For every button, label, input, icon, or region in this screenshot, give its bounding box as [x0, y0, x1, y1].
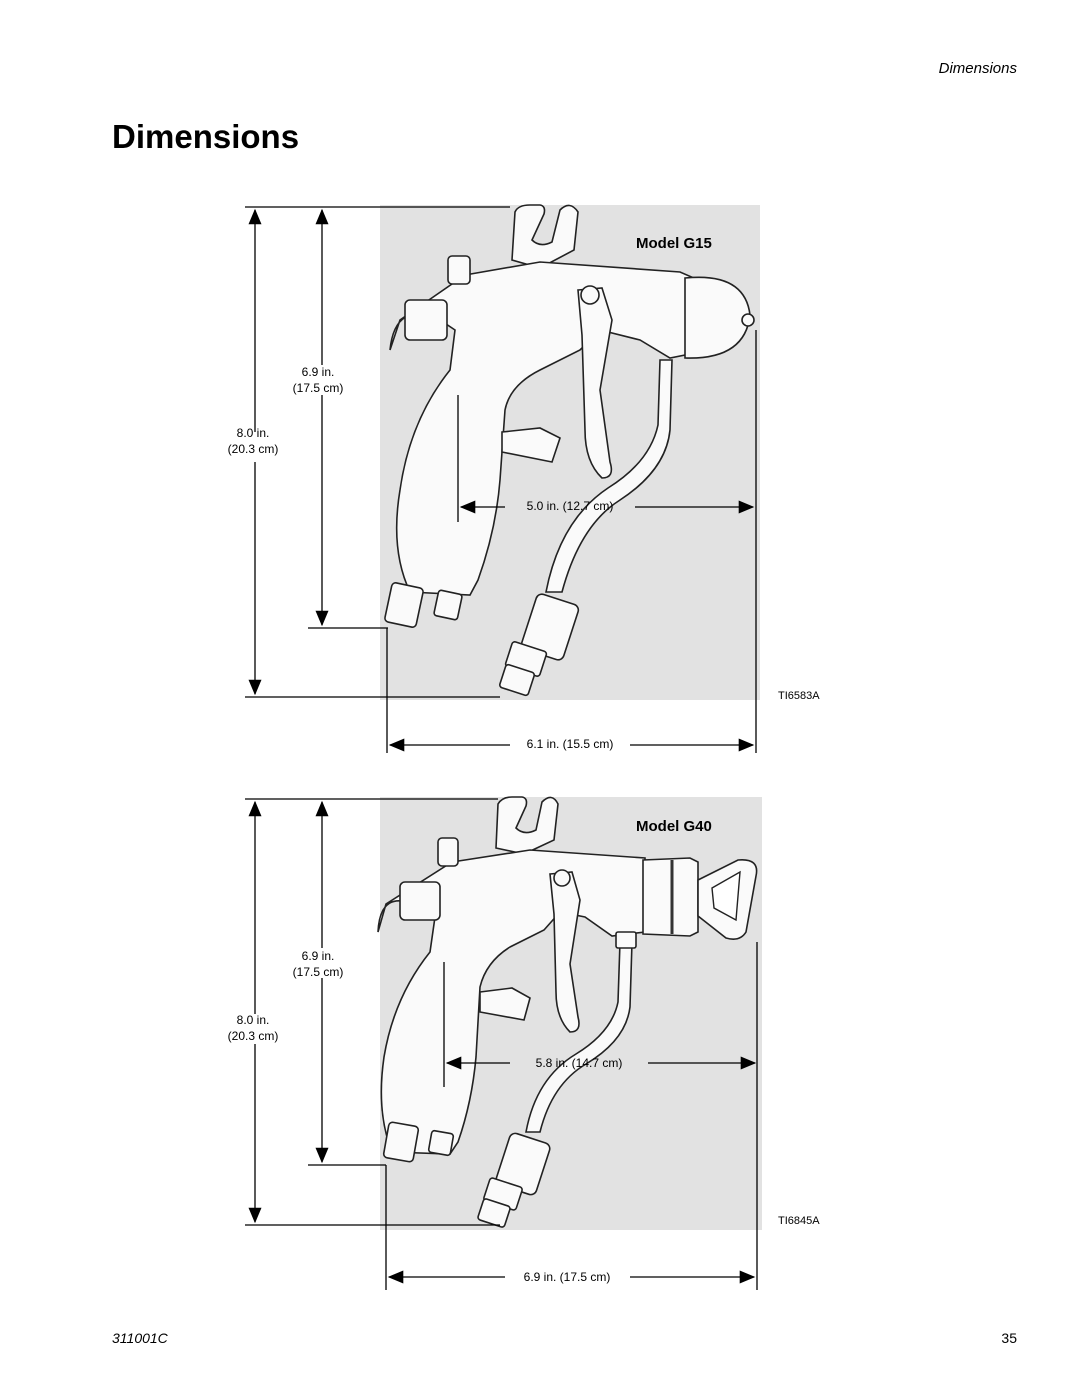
spray-gun-illustration	[377, 796, 762, 1230]
running-head: Dimensions	[938, 60, 1017, 77]
dim-total-height-cm: (20.3 cm)	[228, 442, 279, 456]
figure-model-g15: Model G15 6.9 in. (17.5 cm) 8.0 in. (20.…	[228, 200, 840, 760]
dim-grip-height-in: 6.9 in.	[302, 949, 335, 963]
spray-gun-g40-diagram: Model G40 6.9 in. (17.5 cm) 8.0 in. (20.…	[228, 796, 820, 1290]
dim-total-height-in: 8.0 in.	[237, 426, 270, 440]
spray-gun-g15-diagram: Model G15 6.9 in. (17.5 cm) 8.0 in. (20.…	[228, 204, 820, 753]
spray-gun-illustration	[380, 204, 760, 700]
page-title: Dimensions	[112, 118, 300, 155]
figure-id: TI6583A	[778, 690, 820, 702]
dim-total-height-in: 8.0 in.	[237, 1013, 270, 1027]
dim-length: 6.9 in. (17.5 cm)	[524, 1270, 611, 1284]
dim-grip-height-cm: (17.5 cm)	[293, 381, 344, 395]
page-number: 35	[1001, 1330, 1017, 1346]
dim-total-height-cm: (20.3 cm)	[228, 1029, 279, 1043]
doc-number: 311001C	[112, 1330, 168, 1346]
model-label: Model G40	[636, 818, 712, 835]
dim-length: 6.1 in. (15.5 cm)	[527, 737, 614, 751]
dimension-lines	[245, 798, 758, 1290]
dimension-lines	[245, 206, 757, 753]
figure-model-g40: Model G40 6.9 in. (17.5 cm) 8.0 in. (20.…	[228, 792, 840, 1292]
dim-grip-height-in: 6.9 in.	[302, 365, 335, 379]
model-label: Model G15	[636, 235, 712, 252]
dim-grip-height-cm: (17.5 cm)	[293, 965, 344, 979]
dim-reach: 5.8 in. (14.7 cm)	[536, 1056, 623, 1070]
dim-reach: 5.0 in. (12.7 cm)	[527, 499, 614, 513]
figure-id: TI6845A	[778, 1215, 820, 1227]
